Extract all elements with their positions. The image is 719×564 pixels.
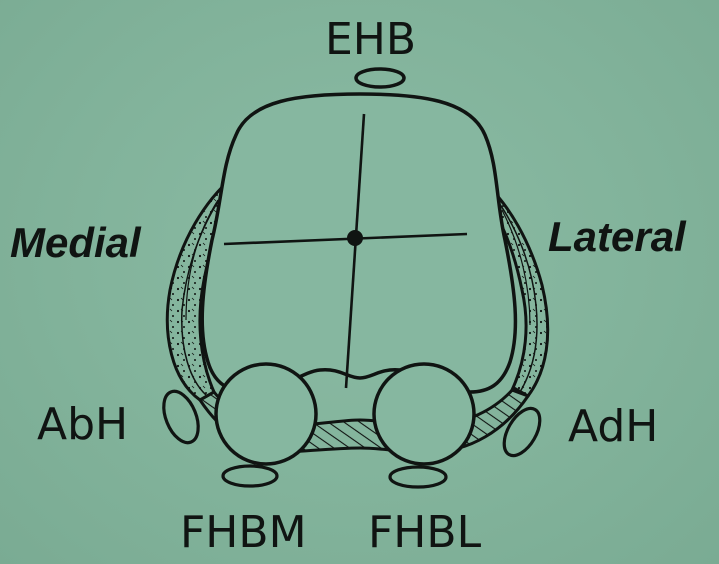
fhbm-tendon-oval [223,466,277,486]
lateral-sesamoid [374,364,474,464]
abh-label: AbH [37,403,128,447]
fhbm-label: FHBM [180,511,307,555]
medial-sesamoid [216,364,316,464]
fhbl-label: FHBL [368,511,481,555]
ehb-tendon-oval [356,69,404,87]
center-point [347,230,363,246]
fhbl-tendon-oval [390,467,446,487]
lateral-label: Lateral [548,216,686,258]
medial-label: Medial [10,222,141,264]
ehb-label: EHB [325,18,416,62]
adh-label: AdH [568,405,658,449]
